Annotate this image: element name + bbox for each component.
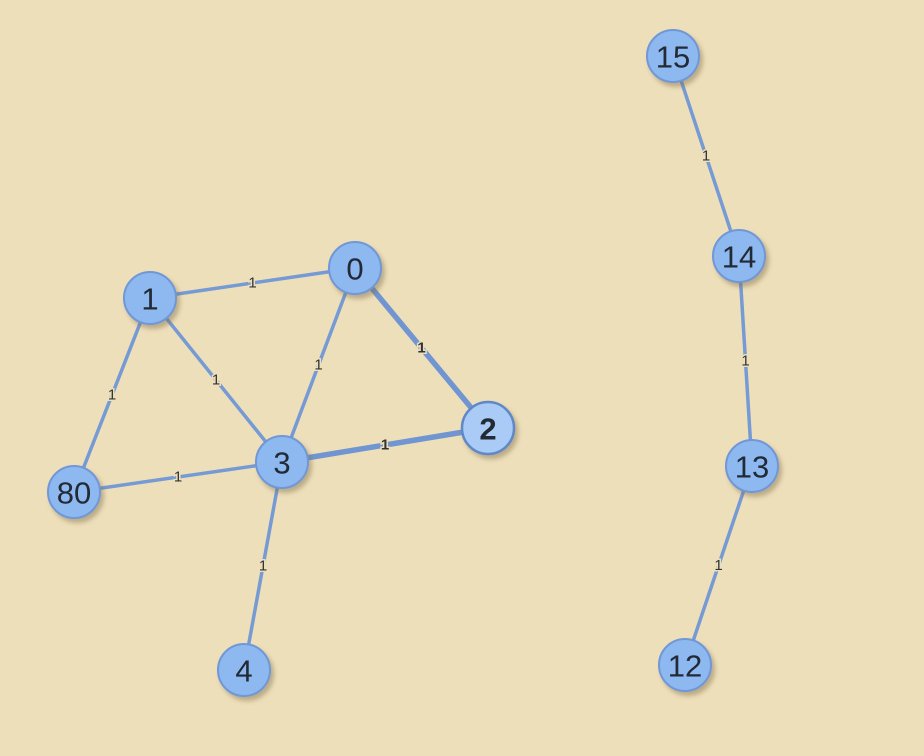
graph-node-12[interactable]: 12 xyxy=(658,638,712,692)
node-circle[interactable] xyxy=(123,271,177,325)
edge-1-3[interactable] xyxy=(148,296,284,464)
node-circle[interactable] xyxy=(460,400,516,456)
edge-weight-label: 1 xyxy=(714,557,722,574)
edge-weight-label: 1 xyxy=(259,558,267,575)
edges-layer xyxy=(72,54,754,672)
edge-labels-layer: 1 1 1 1 1 1 1 1 1 1 1 xyxy=(106,146,751,576)
graph-node-80[interactable]: 80 xyxy=(47,465,101,519)
edge-0-2[interactable] xyxy=(352,265,491,431)
node-circle[interactable] xyxy=(712,229,766,283)
node-label: 14 xyxy=(722,240,756,275)
edge-weight-label: 1 xyxy=(741,353,749,370)
node-circle[interactable] xyxy=(646,29,700,83)
edge-weight-label: 1 xyxy=(212,372,220,389)
node-label: 4 xyxy=(235,654,252,689)
edge-weight-label: 1 xyxy=(702,148,710,165)
edge-80-3[interactable] xyxy=(72,460,284,494)
graph-node-3[interactable]: 3 xyxy=(255,435,309,489)
edge-0-3[interactable] xyxy=(280,266,357,464)
node-circle[interactable] xyxy=(47,465,101,519)
edge-15-14[interactable] xyxy=(671,54,741,258)
node-circle[interactable] xyxy=(725,439,779,493)
edge-3-4[interactable] xyxy=(242,460,284,672)
node-label: 0 xyxy=(346,252,363,287)
graph-node-1[interactable]: 1 xyxy=(123,271,177,325)
node-label: 12 xyxy=(668,649,702,684)
node-label: 80 xyxy=(57,476,91,511)
edge-weight-label: 1 xyxy=(314,357,322,374)
graph-node-14[interactable]: 14 xyxy=(712,229,766,283)
node-label: 1 xyxy=(141,282,158,317)
node-circle[interactable] xyxy=(658,638,712,692)
edge-weight-label: 1 xyxy=(108,387,116,404)
graph-node-0[interactable]: 0 xyxy=(328,241,382,295)
node-label: 2 xyxy=(479,412,496,447)
node-label: 13 xyxy=(735,450,769,485)
graph-node-13[interactable]: 13 xyxy=(725,439,779,493)
edge-1-80[interactable] xyxy=(72,296,152,494)
edge-14-13[interactable] xyxy=(737,254,754,468)
node-circle[interactable] xyxy=(255,435,309,489)
node-label: 3 xyxy=(273,446,290,481)
node-circle[interactable] xyxy=(328,241,382,295)
graph-node-2[interactable]: 2 xyxy=(460,400,516,456)
graph-node-4[interactable]: 4 xyxy=(217,643,271,697)
edge-3-2[interactable] xyxy=(279,425,491,465)
edge-weight-label: 1 xyxy=(417,340,425,357)
edge-13-12[interactable] xyxy=(683,464,754,667)
node-circle[interactable] xyxy=(217,643,271,697)
graph-node-15[interactable]: 15 xyxy=(646,29,700,83)
edge-weight-label: 1 xyxy=(381,437,389,454)
node-label: 15 xyxy=(656,40,690,75)
edge-weight-label: 1 xyxy=(248,275,256,292)
edge-1-0[interactable] xyxy=(148,266,357,300)
edge-weight-label: 1 xyxy=(174,469,182,486)
